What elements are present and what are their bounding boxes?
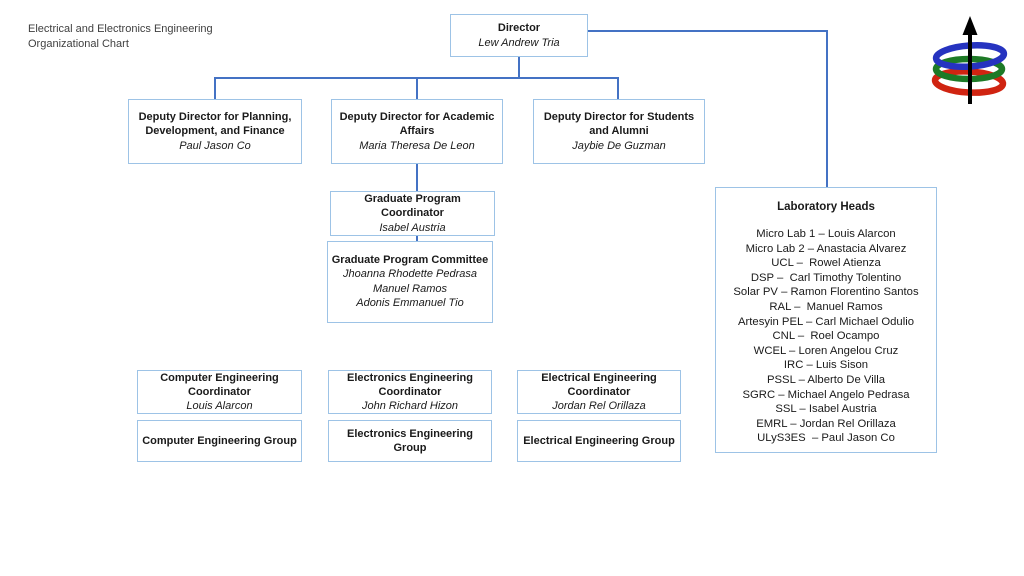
lab-head-entry: WCEL – Loren Angelou Cruz [753,344,899,357]
lab-head-entry: SSL – Isabel Austria [775,403,877,416]
page-title-line2: Organizational Chart [28,38,129,51]
lab-head-entry: SGRC – Michael Angelo Pedrasa [742,388,910,401]
lab-head-entry: UCL – Rowel Atienza [771,257,881,270]
page-title: Electrical and Electronics Engineering O… [28,22,213,53]
lab-head-entry: ULyS3ES – Paul Jason Co [757,432,895,445]
node-title: Director [497,22,541,35]
lab-head-entry: Artesyin PEL – Carl Michael Odulio [737,315,914,328]
node-person: Jordan Rel Orillaza [552,400,646,413]
orbit-arrow-logo-icon [931,16,1008,104]
lab-head-entry: PSSL – Alberto De Villa [766,373,886,386]
node-person: Isabel Austria [379,221,446,234]
node-title: Deputy Director for Academic Affairs [339,111,495,138]
lab-head-entry: IRC – Luis Sison [783,359,869,372]
committee-member: Adonis Emmanuel Tio [356,297,464,310]
node-person: Louis Alarcon [186,400,253,413]
lab-head-entry: EMRL – Jordan Rel Orillaza [756,417,896,430]
node-title: Electronics Engineering Group [347,427,473,454]
lab-heads-title: Laboratory Heads [777,201,875,213]
lab-head-entry: Solar PV – Ramon Florentino Santos [733,286,919,299]
node-title: Electronics Engineering Coordinator [347,371,473,398]
node-grad-program-committee: Graduate Program Committee Jhoanna Rhode… [327,241,493,323]
lab-head-entry: DSP – Carl Timothy Tolentino [750,271,902,284]
node-deputy-academic: Deputy Director for Academic Affairs Mar… [331,99,503,164]
node-electronics-coordinator: Electronics Engineering Coordinator John… [328,370,492,414]
node-deputy-planning: Deputy Director for Planning, Developmen… [128,99,302,164]
lab-head-entry: RAL – Manuel Ramos [769,300,883,313]
node-person: Lew Andrew Tria [478,36,560,49]
node-deputy-students: Deputy Director for Students and Alumni … [533,99,705,164]
node-title: Electrical Engineering Group [523,434,675,447]
node-person: Maria Theresa De Leon [359,139,475,152]
lab-head-entry: Micro Lab 2 – Anastacia Alvarez [745,242,907,255]
node-person: Jaybie De Guzman [572,139,666,152]
node-electrical-group: Electrical Engineering Group [517,420,681,462]
logo-arrow-head [962,16,978,35]
node-title: Graduate Program Coordinator [364,193,461,220]
node-computer-coordinator: Computer Engineering Coordinator Louis A… [137,370,302,414]
node-electronics-group: Electronics Engineering Group [328,420,492,462]
node-laboratory-heads: Laboratory Heads Micro Lab 1 – Louis Ala… [715,187,937,453]
node-director: Director Lew Andrew Tria [450,14,588,57]
node-title: Computer Engineering Coordinator [160,371,279,398]
node-title: Deputy Director for Students and Alumni [543,111,695,138]
node-title: Electrical Engineering Coordinator [541,371,657,398]
node-title: Computer Engineering Group [142,434,297,447]
node-person: John Richard Hizon [362,400,458,413]
lab-head-entry: Micro Lab 1 – Louis Alarcon [756,228,896,240]
node-electrical-coordinator: Electrical Engineering Coordinator Jorda… [517,370,681,414]
node-title: Deputy Director for Planning, Developmen… [138,111,292,138]
lab-head-entry: CNL – Roel Ocampo [772,330,880,343]
node-computer-group: Computer Engineering Group [137,420,302,462]
committee-member: Jhoanna Rhodette Pedrasa [343,267,477,280]
node-title: Graduate Program Committee [331,253,489,266]
committee-member: Manuel Ramos [373,282,447,295]
node-person: Paul Jason Co [179,139,251,152]
node-grad-program-coordinator: Graduate Program Coordinator Isabel Aust… [330,191,495,236]
page-title-line1: Electrical and Electronics Engineering [28,23,213,35]
